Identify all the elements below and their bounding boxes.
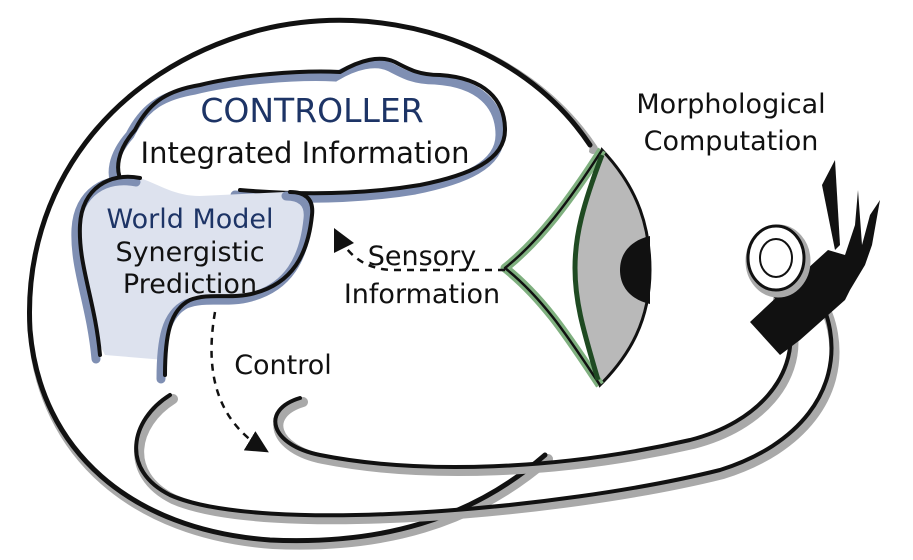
integrated-information-label: Integrated Information: [141, 136, 470, 170]
controller-title: CONTROLLER: [200, 91, 423, 130]
control-label: Control: [234, 350, 332, 381]
world-model-title: World Model: [106, 204, 273, 235]
eye-icon: [500, 147, 652, 388]
morphological-label: Morphological: [636, 89, 825, 120]
computation-label: Computation: [644, 126, 819, 157]
head-outline: [27, 17, 598, 550]
sensory-arrow: [333, 227, 505, 272]
information-label: Information: [344, 279, 500, 310]
controller-shape: [108, 56, 508, 215]
world-model-shape: [71, 174, 315, 384]
synergistic-label: Synergistic: [115, 237, 264, 268]
control-arrow: [210, 311, 269, 453]
prediction-label: Prediction: [123, 269, 257, 300]
gripper-icon: [745, 160, 880, 355]
sensory-label: Sensory: [368, 241, 477, 272]
